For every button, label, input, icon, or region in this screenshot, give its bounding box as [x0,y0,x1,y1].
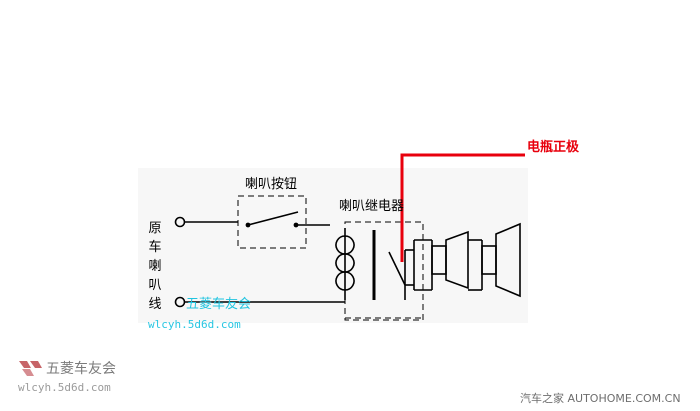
relay-coil-loop-3 [335,271,355,291]
watermark-logo-url: wlcyh.5d6d.com [18,381,111,394]
wuling-logo-icon [19,361,42,376]
watermark-center-url: wlcyh.5d6d.com [148,318,241,331]
horn-2-bell [495,222,521,298]
left-terminal-node [174,216,186,228]
label-original-wire-char-0: 原 [148,221,162,236]
relay-coil-loop-2 [335,253,355,273]
label-horn-relay: 喇叭继电器 [339,199,405,214]
label-original-wire-char-3: 叭 [148,278,162,293]
horn-button-dashed-box [237,195,307,249]
label-original-wire-char-2: 喇 [148,259,162,274]
label-horn-button: 喇叭按钮 [245,177,298,192]
footer-source-label: 汽车之家 AUTOHOME.COM.CN [520,392,681,405]
diagram-panel-background [138,168,528,323]
label-original-wire-char-1: 车 [148,240,162,255]
battery-positive-wire [400,153,525,262]
watermark-center-text: 五菱车友会 [186,297,252,312]
horn-1-bell [445,230,469,290]
label-original-wire-char-4: 线 [148,297,162,312]
switch-blade [247,211,299,226]
relay-coil-loop-1 [335,235,355,255]
relay-armature [388,251,406,286]
watermark-logo-text: 五菱车友会 [46,361,116,377]
label-battery-positive: 电瓶正极 [527,140,580,155]
left-bottom-terminal-node [174,296,186,308]
